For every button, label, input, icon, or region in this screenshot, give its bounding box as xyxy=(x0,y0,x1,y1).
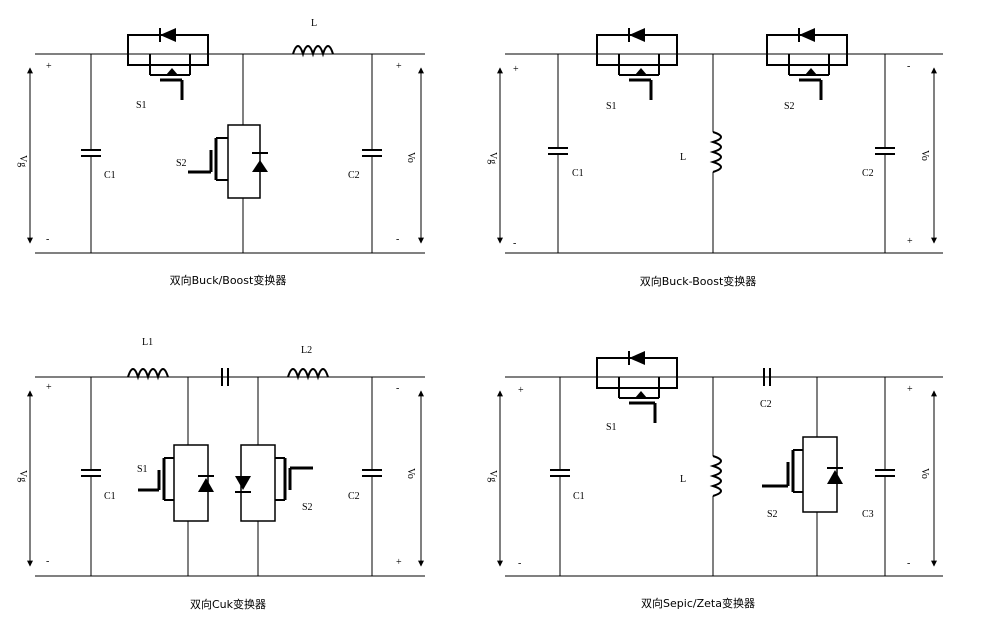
switch-s1 xyxy=(596,351,678,423)
c2-label: C2 xyxy=(348,170,360,181)
capacitor-c2 xyxy=(875,54,895,253)
l-label: L xyxy=(680,152,686,163)
in-plus: + xyxy=(518,385,524,396)
switch-s1 xyxy=(596,28,678,100)
c1-label: C1 xyxy=(104,170,116,181)
switch-s2 xyxy=(235,377,313,576)
vin-label: Vg xyxy=(17,155,28,167)
c2-label: C2 xyxy=(760,399,772,410)
s2-label: S2 xyxy=(767,509,778,520)
capacitor-c1 xyxy=(81,377,101,576)
diagram-buck-boost: Vg + - C1 S1 L xyxy=(17,18,425,287)
caption-cuk: 双向Cuk变换器 xyxy=(190,597,266,611)
c1-label: C1 xyxy=(573,491,585,502)
diagram-cuk: Vg + - C1 L1 L2 xyxy=(17,337,425,611)
out-plus: + xyxy=(907,236,913,247)
s1-label: S1 xyxy=(606,101,617,112)
l1-label: L1 xyxy=(142,337,153,348)
in-plus: + xyxy=(513,64,519,75)
out-plus: + xyxy=(396,61,402,72)
l-label: L xyxy=(311,18,317,29)
s1-label: S1 xyxy=(136,100,147,111)
caption-buck-boost: 双向Buck/Boost变换器 xyxy=(170,273,287,287)
capacitor-c2 xyxy=(362,54,382,253)
l-label: L xyxy=(680,474,686,485)
c1-label: C1 xyxy=(104,491,116,502)
vin-label: Vg xyxy=(17,470,28,482)
out-minus: - xyxy=(396,383,399,394)
out-minus: - xyxy=(907,558,910,569)
c2-label: C2 xyxy=(348,491,360,502)
capacitor-c1 xyxy=(548,54,568,253)
s2-label: S2 xyxy=(176,158,187,169)
inductor-l2 xyxy=(287,368,329,381)
s1-label: S1 xyxy=(137,464,148,475)
caption-buckboost: 双向Buck-Boost变换器 xyxy=(640,274,757,288)
out-plus: + xyxy=(396,557,402,568)
switch-s2 xyxy=(762,377,843,576)
out-plus: + xyxy=(907,384,913,395)
vout-label: Vo xyxy=(405,468,416,479)
caption-sepic-zeta: 双向Sepic/Zeta变换器 xyxy=(641,596,755,610)
vout-label: Vo xyxy=(405,152,416,163)
out-minus: - xyxy=(396,234,399,245)
vin-label: Vg xyxy=(487,470,498,482)
diagram-sepic-zeta: Vg + - C1 S1 L xyxy=(487,351,943,610)
out-minus: - xyxy=(907,61,910,72)
vout-label: Vo xyxy=(919,468,930,479)
l2-label: L2 xyxy=(301,345,312,356)
in-plus: + xyxy=(46,382,52,393)
inductor-l xyxy=(292,45,334,58)
vout-label: Vo xyxy=(919,150,930,161)
s2-label: S2 xyxy=(784,101,795,112)
vin-label: Vg xyxy=(487,152,498,164)
capacitor-c2 xyxy=(362,377,382,576)
s2-label: S2 xyxy=(302,502,313,513)
switch-s2 xyxy=(766,28,848,100)
capacitor-c2 xyxy=(763,368,771,386)
switch-s1 xyxy=(138,377,214,576)
in-minus: - xyxy=(518,558,521,569)
in-minus: - xyxy=(46,234,49,245)
inductor-l xyxy=(709,377,722,576)
switch-s1 xyxy=(127,28,209,100)
switch-s2 xyxy=(188,54,268,253)
c2-label: C2 xyxy=(862,168,874,179)
inductor-l xyxy=(709,54,722,253)
in-minus: - xyxy=(46,556,49,567)
capacitor-c1 xyxy=(81,54,101,253)
capacitor-c3 xyxy=(875,377,895,576)
s1-label: S1 xyxy=(606,422,617,433)
c3-label: C3 xyxy=(862,509,874,520)
capacitor-c1 xyxy=(550,377,570,576)
inductor-l1 xyxy=(127,368,169,381)
diagram-buckboost: Vg + - C1 S1 xyxy=(487,28,943,288)
in-minus: - xyxy=(513,238,516,249)
in-plus: + xyxy=(46,61,52,72)
capacitor-c-series xyxy=(221,368,229,386)
c1-label: C1 xyxy=(572,168,584,179)
